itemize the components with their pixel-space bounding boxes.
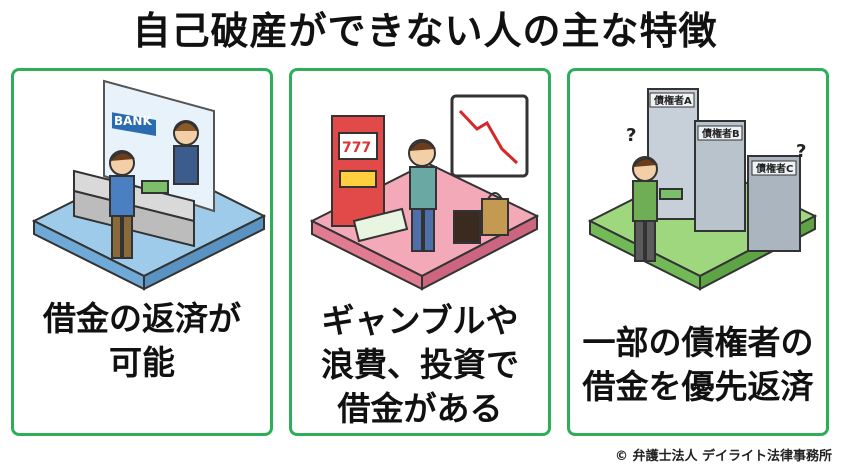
caption-line: 一部の債権者の (582, 323, 814, 362)
creditors-illustration: 債権者A 債権者B 債権者C ? ? (587, 88, 818, 291)
page-title: 自己破産ができない人の主な特徴 (132, 9, 718, 53)
caption-line: ギャンブルや (321, 301, 519, 340)
svg-text:?: ? (796, 141, 806, 162)
caption-line: 浪費、投資で (321, 345, 519, 384)
card-repayable: BANK 借金の返済が 可能 (11, 68, 273, 436)
caption-line: 可能 (109, 343, 175, 382)
caption-line: 借金がある (337, 389, 503, 428)
svg-text:777: 777 (342, 140, 371, 156)
building-label: 債権者A (653, 94, 692, 107)
copyright-text: © 弁護士法人 デイライト法律事務所 (614, 449, 832, 464)
card-caption: ギャンブルや 浪費、投資で 借金がある (292, 299, 548, 431)
building-label: 債権者B (701, 127, 740, 140)
card-caption: 借金の返済が 可能 (14, 297, 270, 385)
caption-line: 借金の返済が (43, 299, 241, 338)
bank-illustration: BANK (31, 79, 267, 291)
svg-text:?: ? (626, 125, 636, 146)
card-preferential-repayment: 債権者A 債権者B 債権者C ? ? 一部の債権者の 借金を優先返済 (567, 68, 829, 436)
gambling-illustration: 777 (309, 94, 540, 291)
card-caption: 一部の債権者の 借金を優先返済 (570, 321, 826, 409)
bank-sign: BANK (114, 114, 152, 128)
caption-line: 借金を優先返済 (582, 367, 814, 406)
building-label: 債権者C (755, 162, 793, 175)
card-gambling: 777 ギャンブルや 浪費、投資で 借金がある (289, 68, 551, 436)
